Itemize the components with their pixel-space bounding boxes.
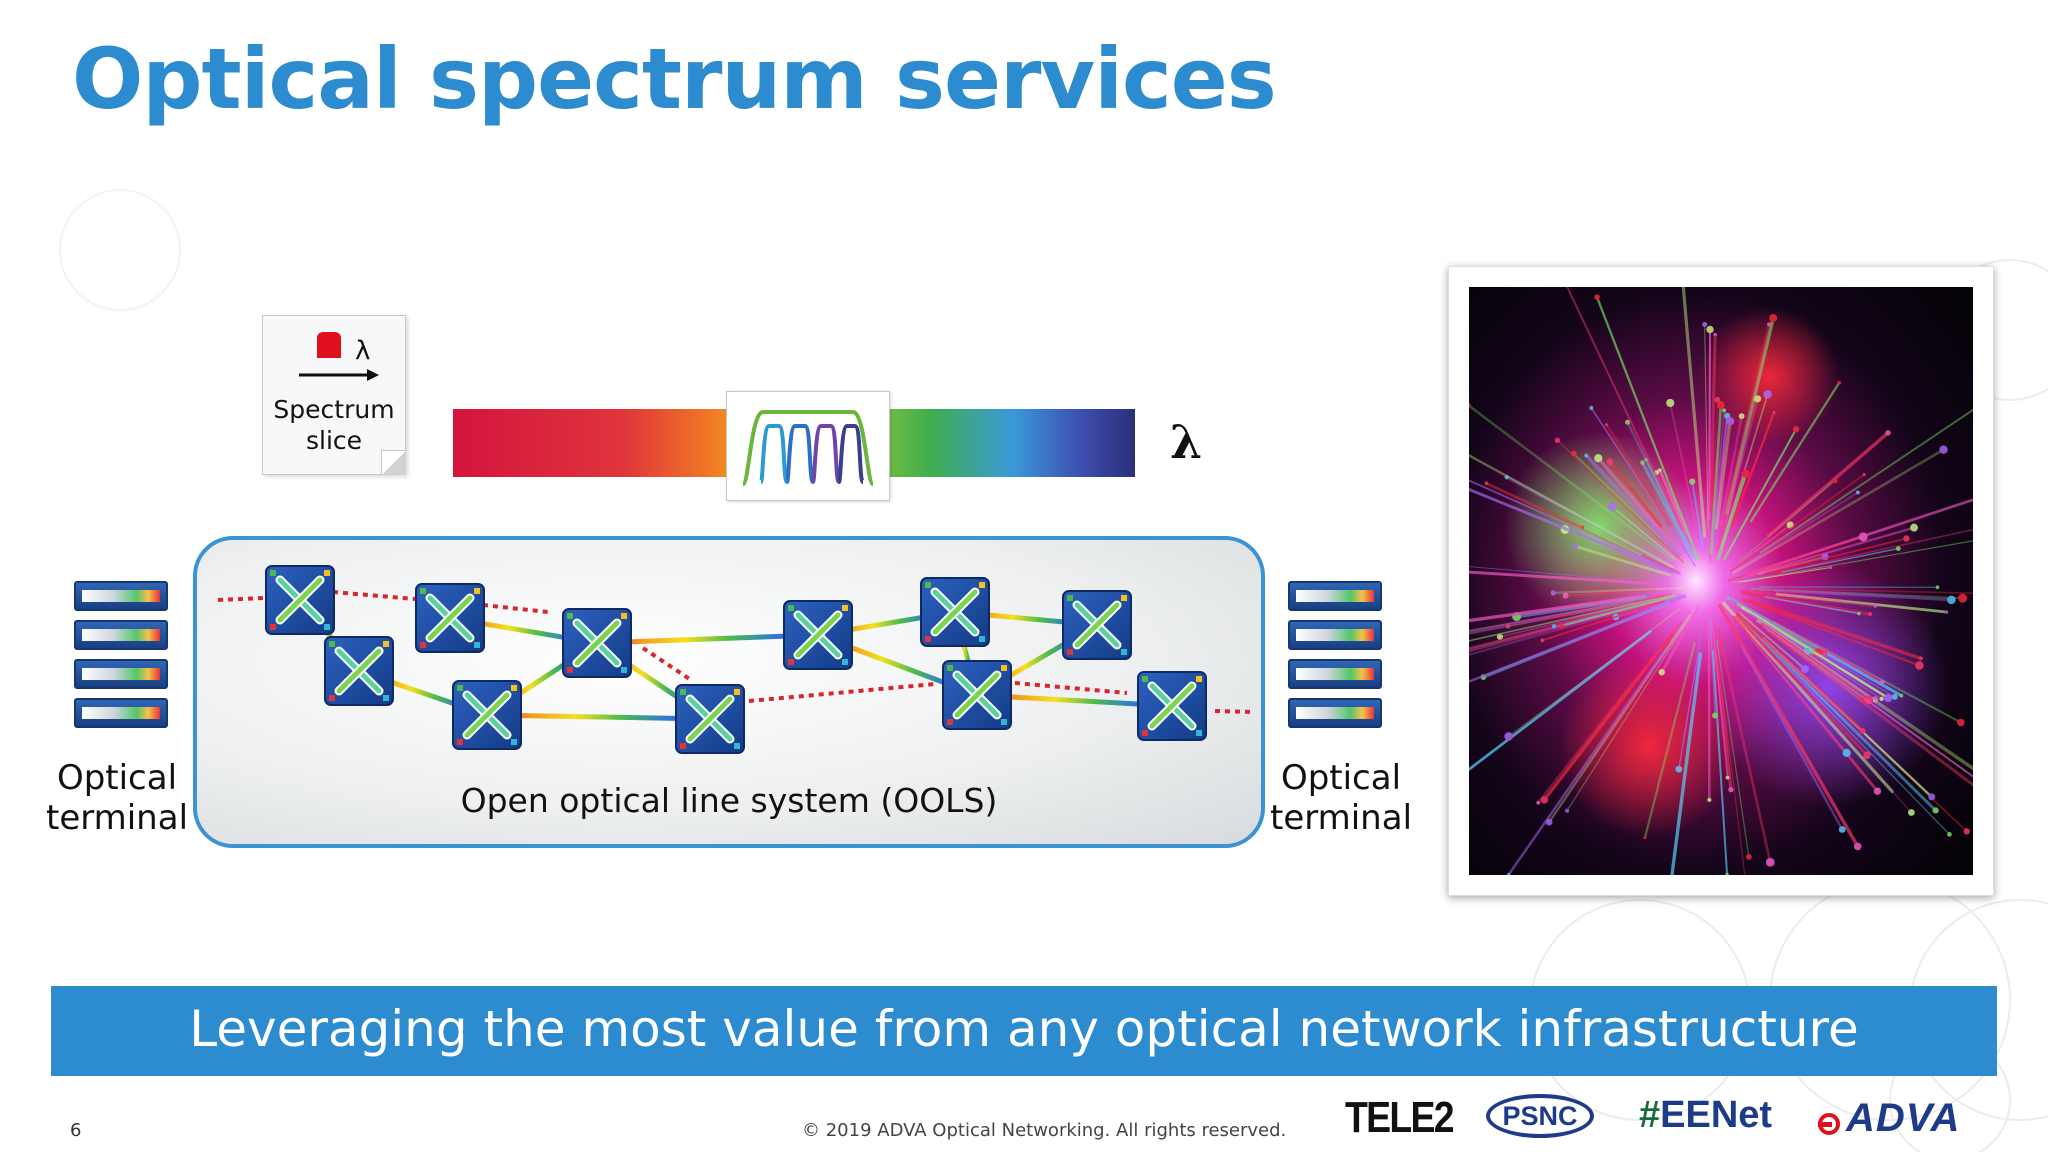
- roadm-x-icon: [675, 684, 745, 754]
- tele2-logo: TELE2: [1345, 1093, 1455, 1142]
- transponder-icon: [74, 581, 168, 611]
- note-lambda: λ: [355, 336, 371, 366]
- roadm-x-icon: [1137, 671, 1207, 741]
- slide-title: Optical spectrum services: [72, 30, 1277, 128]
- roadm-x-icon: [562, 608, 632, 678]
- transponder-icon: [74, 659, 168, 689]
- roadm-x-icon: [265, 565, 335, 635]
- right-optical-terminal: [1288, 581, 1386, 737]
- fiber-optic-photo-frame: [1448, 266, 1994, 896]
- page-fold-icon: [381, 450, 406, 475]
- spectrum-slice-icon: [299, 332, 379, 381]
- spectrum-slice-label: Spectrum slice: [273, 395, 395, 455]
- transponder-icon: [1288, 659, 1382, 689]
- wavelength-axis-label: λ: [1170, 415, 1203, 469]
- service-path: [217, 590, 1254, 714]
- roadm-x-icon: [415, 583, 485, 653]
- transponder-icon: [74, 698, 168, 728]
- network-diagram: [217, 565, 1254, 754]
- key-message-banner: Leveraging the most value from any optic…: [51, 986, 1997, 1076]
- transponder-icon: [1288, 620, 1382, 650]
- transponder-icon: [1288, 581, 1382, 611]
- adva-logo-mark-icon: [1818, 1113, 1840, 1135]
- roadm-x-icon: [783, 600, 853, 670]
- adva-logo: ADVA: [1846, 1096, 1961, 1140]
- roadm-x-icon: [920, 577, 990, 647]
- roadm-x-icon: [942, 660, 1012, 730]
- page-number: 6: [70, 1120, 82, 1141]
- right-terminal-label: Optical terminal: [1269, 758, 1413, 838]
- roadm-x-icon: [452, 680, 522, 750]
- transponder-icon: [1288, 698, 1382, 728]
- copyright-notice: © 2019 ADVA Optical Networking. All righ…: [802, 1120, 1287, 1141]
- fiber-optic-photo: [1469, 287, 1973, 875]
- eenet-logo: #EENet: [1639, 1094, 1772, 1137]
- roadm-x-icon: [1062, 590, 1132, 660]
- transponder-icon: [74, 620, 168, 650]
- left-optical-terminal: [74, 581, 172, 737]
- spectrum-filter-icon: [741, 410, 875, 486]
- roadm-x-icon: [324, 636, 394, 706]
- ools-label: Open optical line system (OOLS): [460, 781, 998, 820]
- banner-text: Leveraging the most value from any optic…: [189, 1000, 1859, 1058]
- left-terminal-label: Optical terminal: [45, 758, 189, 838]
- eenet-name: EENet: [1660, 1094, 1773, 1136]
- spectrum-filter-box: [726, 391, 890, 501]
- roadm-nodes: [265, 565, 1207, 754]
- psnc-logo: PSNC: [1486, 1094, 1594, 1138]
- eenet-hash: #: [1639, 1094, 1661, 1136]
- spectrum-slice-note: λ Spectrum slice: [262, 315, 406, 475]
